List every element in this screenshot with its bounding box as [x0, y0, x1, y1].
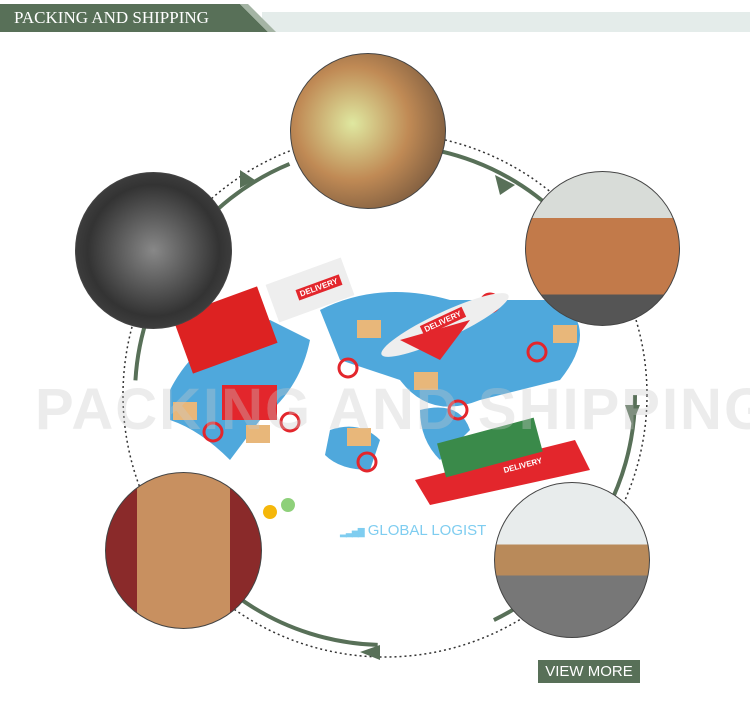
- section-header: PACKING AND SHIPPING: [0, 4, 750, 32]
- view-more-button[interactable]: VIEW MORE: [538, 660, 640, 683]
- global-text: GLOBAL LOGIST: [367, 522, 487, 539]
- arrow-icon: [495, 175, 515, 195]
- cycle-arc: [133, 143, 637, 647]
- photo-wooden-crate: [290, 53, 446, 209]
- photo-engines: [75, 172, 232, 329]
- coins: [263, 498, 295, 519]
- photo-warehouse-yard: [494, 482, 650, 638]
- arrow-icon: [625, 405, 640, 425]
- arrow-icon: [240, 170, 255, 188]
- global-logistics-text: ▂▃▅▇GLOBAL LOGIST: [340, 522, 486, 539]
- signal-icon: ▂▃▅▇: [340, 527, 365, 537]
- truck: [222, 385, 277, 420]
- header-title-block: PACKING AND SHIPPING: [0, 4, 268, 32]
- section-title: PACKING AND SHIPPING: [14, 8, 209, 27]
- target-markers: [202, 292, 548, 473]
- photo-container-loading: [105, 472, 262, 629]
- header-bar: [262, 12, 750, 32]
- arrow-icon: [360, 645, 380, 660]
- cycle-dotted-arc: [122, 132, 648, 658]
- parcel-boxes: [173, 320, 577, 446]
- watermark-text: PACKING AND SHIPPING: [35, 377, 750, 442]
- photo-boxed-warehouse: [525, 171, 680, 326]
